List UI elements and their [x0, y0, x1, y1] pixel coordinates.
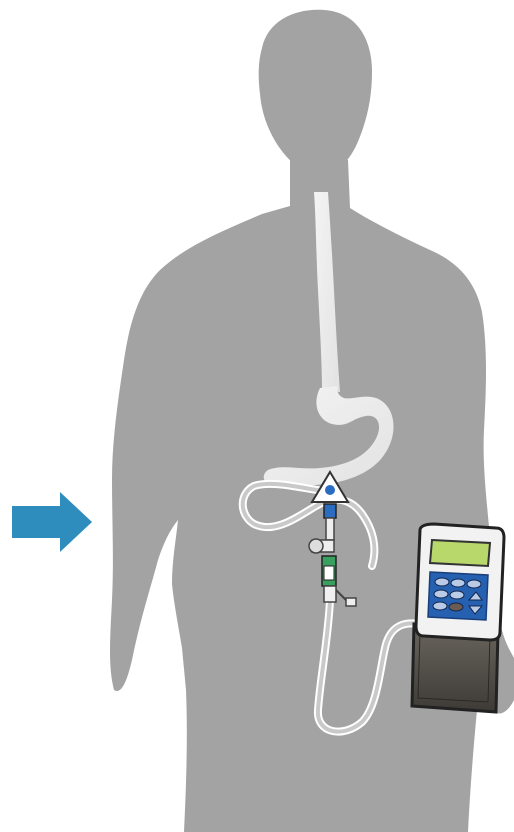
right-arrow-icon — [12, 492, 92, 552]
body — [110, 160, 514, 832]
head — [259, 10, 372, 173]
pump-screen — [430, 540, 490, 566]
feeding-pump-icon — [412, 524, 504, 712]
